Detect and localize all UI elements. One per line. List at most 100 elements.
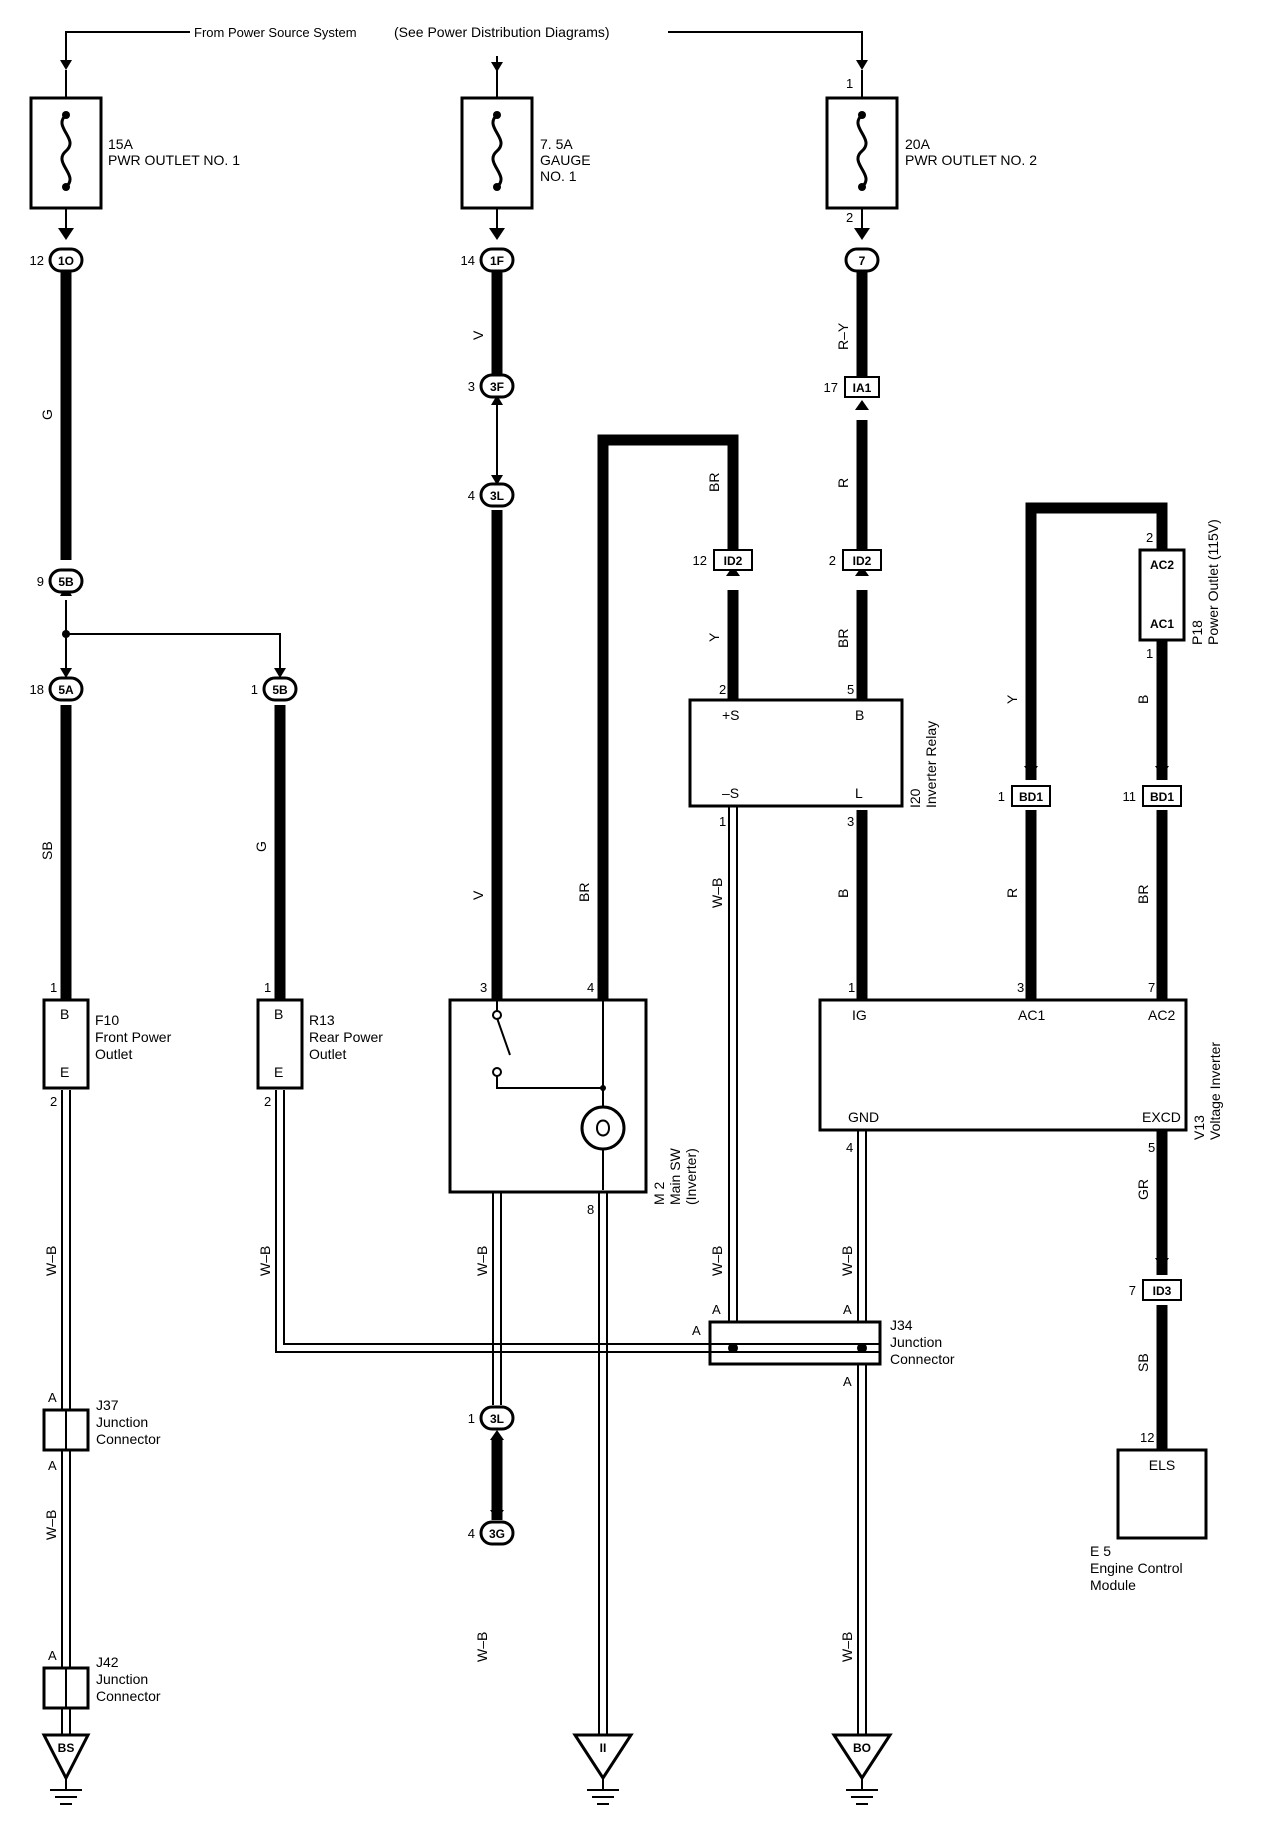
svg-text:BR: BR <box>1135 885 1151 904</box>
svg-text:A: A <box>843 1302 852 1317</box>
svg-text:3: 3 <box>480 980 487 995</box>
svg-text:B: B <box>60 1006 69 1022</box>
svg-text:4: 4 <box>468 488 475 503</box>
svg-text:Engine Control: Engine Control <box>1090 1560 1183 1576</box>
svg-text:A: A <box>692 1323 701 1338</box>
fuse-20a-pin-bottom: 2 <box>846 210 853 225</box>
connector-id3: ID3 7 <box>1129 1279 1182 1301</box>
component-r13: B E 1 2 R13 Rear Power Outlet <box>256 980 383 1109</box>
svg-text:5: 5 <box>847 682 854 697</box>
header-source-text: From Power Source System <box>194 25 357 40</box>
svg-text:Voltage Inverter: Voltage Inverter <box>1207 1042 1223 1140</box>
svg-text:3G: 3G <box>489 1527 505 1541</box>
svg-text:Front Power: Front Power <box>95 1029 172 1045</box>
svg-text:2: 2 <box>829 553 836 568</box>
svg-text:1: 1 <box>848 980 855 995</box>
svg-text:3L: 3L <box>490 489 504 503</box>
svg-text:GND: GND <box>848 1109 879 1125</box>
svg-text:E: E <box>60 1064 69 1080</box>
svg-text:A: A <box>48 1648 57 1663</box>
component-j42: A J42 Junction Connector <box>42 1648 161 1710</box>
component-f10: B E 1 2 F10 Front Power Outlet <box>42 980 172 1109</box>
component-p18: AC2 AC1 2 1 P18 Power Outlet (115V) <box>1138 519 1221 661</box>
svg-text:B: B <box>835 889 851 898</box>
component-j34: A A A A J34 Junction Connector <box>692 1302 955 1389</box>
svg-text:F10: F10 <box>95 1012 119 1028</box>
svg-text:1: 1 <box>719 814 726 829</box>
svg-text:J42: J42 <box>96 1654 119 1670</box>
svg-text:B: B <box>1135 695 1151 704</box>
svg-text:BO: BO <box>853 1741 871 1755</box>
component-v13: IG AC1 AC2 GND EXCD 1 3 7 4 5 V13 Voltag… <box>818 980 1223 1155</box>
connector-7: 7 <box>844 247 880 273</box>
connector-5b-right: 5B 1 <box>251 676 298 702</box>
svg-text:G: G <box>253 841 269 852</box>
svg-text:W–B: W–B <box>257 1246 273 1276</box>
svg-text:Outlet: Outlet <box>95 1046 132 1062</box>
svg-text:4: 4 <box>587 980 594 995</box>
svg-text:IG: IG <box>852 1007 867 1023</box>
svg-text:3: 3 <box>847 814 854 829</box>
svg-text:BR: BR <box>576 883 592 902</box>
svg-text:P18: P18 <box>1189 620 1205 645</box>
svg-text:J37: J37 <box>96 1397 119 1413</box>
svg-text:1: 1 <box>50 980 57 995</box>
svg-text:ID3: ID3 <box>1153 1284 1172 1298</box>
svg-text:5B: 5B <box>58 575 74 589</box>
fuse-20a-amp: 20A <box>905 136 931 152</box>
svg-text:5: 5 <box>1148 1140 1155 1155</box>
svg-text:G: G <box>39 409 55 420</box>
svg-text:1F: 1F <box>490 254 504 268</box>
svg-text:Connector: Connector <box>96 1431 161 1447</box>
fuse-7-5a-name1: GAUGE <box>540 152 591 168</box>
component-m2: 3 4 8 M 2 Main SW (Inverter) <box>448 980 699 1217</box>
svg-text:Junction: Junction <box>96 1414 148 1430</box>
svg-text:Connector: Connector <box>96 1688 161 1704</box>
svg-text:Junction: Junction <box>96 1671 148 1687</box>
svg-text:9: 9 <box>37 574 44 589</box>
svg-text:2: 2 <box>1146 530 1153 545</box>
power-source-header: From Power Source System (See Power Dist… <box>60 24 868 72</box>
svg-text:1O: 1O <box>58 254 74 268</box>
connector-id2-b: ID2 2 <box>829 549 882 571</box>
fuse-7-5a-name2: NO. 1 <box>540 168 577 184</box>
svg-text:1: 1 <box>998 789 1005 804</box>
svg-text:SB: SB <box>39 841 55 860</box>
svg-text:14: 14 <box>461 253 475 268</box>
svg-text:18: 18 <box>30 682 44 697</box>
svg-text:A: A <box>712 1302 721 1317</box>
thick-wires <box>60 270 1168 1520</box>
svg-text:R: R <box>1004 888 1020 898</box>
component-e5: ELS 12 E 5 Engine Control Module <box>1090 1430 1208 1593</box>
svg-text:W–B: W–B <box>43 1510 59 1540</box>
connector-1f: 1F 14 <box>461 247 515 273</box>
fuse-15a-amp: 15A <box>108 136 134 152</box>
svg-text:BR: BR <box>835 629 851 648</box>
svg-text:Power Outlet (115V): Power Outlet (115V) <box>1205 519 1221 645</box>
svg-text:I20: I20 <box>907 788 923 808</box>
svg-text:J34: J34 <box>890 1317 913 1333</box>
svg-text:3: 3 <box>1017 980 1024 995</box>
svg-text:3F: 3F <box>490 380 504 394</box>
svg-text:R: R <box>835 478 851 488</box>
svg-text:B: B <box>855 707 864 723</box>
connector-ia1: IA1 17 <box>824 376 880 398</box>
svg-text:Y: Y <box>706 632 722 642</box>
svg-text:7: 7 <box>859 254 866 268</box>
svg-text:GR: GR <box>1135 1179 1151 1200</box>
connector-5b-left: 5B 9 <box>37 568 84 594</box>
wire-labels: G V R–Y R BR Y BR SB G V BR W–B B Y B R … <box>39 322 1151 1662</box>
svg-text:W–B: W–B <box>43 1246 59 1276</box>
ground-wires <box>61 805 867 1735</box>
fuse-15a-name: PWR OUTLET NO. 1 <box>108 152 240 168</box>
svg-text:5A: 5A <box>58 683 74 697</box>
svg-text:17: 17 <box>824 380 838 395</box>
svg-text:2: 2 <box>719 682 726 697</box>
connector-3l-bottom: 3L 1 <box>468 1405 515 1440</box>
svg-text:V: V <box>470 330 486 340</box>
svg-text:L: L <box>855 785 863 801</box>
svg-text:1: 1 <box>468 1411 475 1426</box>
svg-text:B: B <box>274 1006 283 1022</box>
ground-bo: BO <box>831 1733 893 1805</box>
